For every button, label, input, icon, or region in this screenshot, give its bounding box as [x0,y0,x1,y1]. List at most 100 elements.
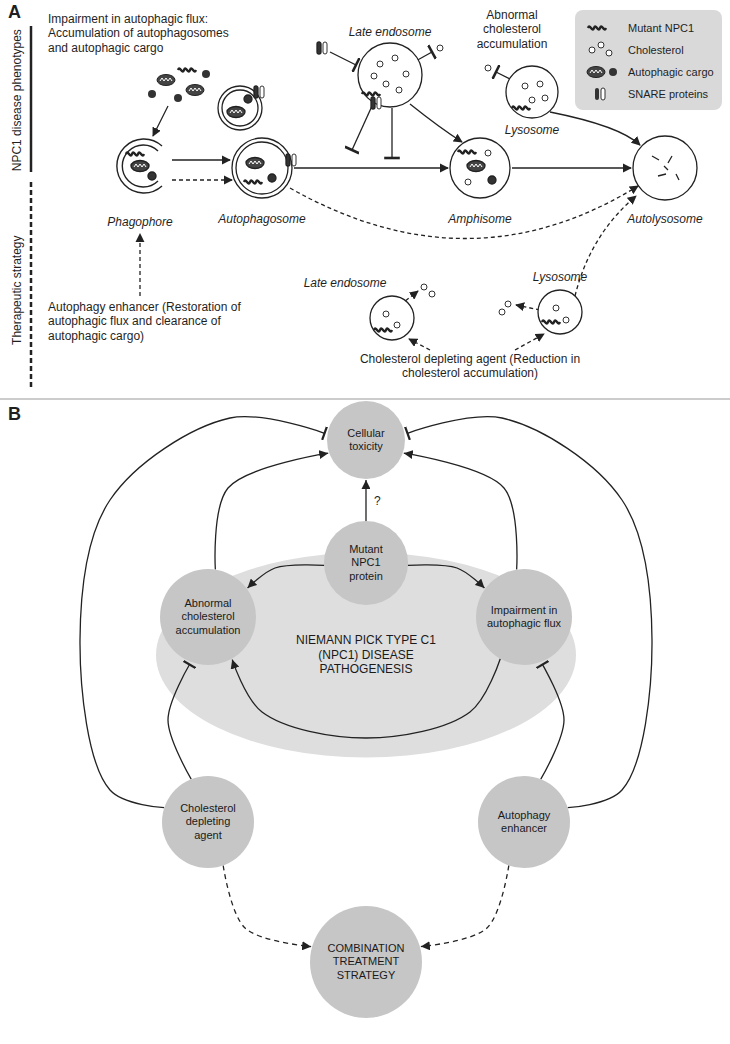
inhibition-connector [407,417,652,808]
late-endosome [362,93,380,96]
flux-arrows [550,112,640,145]
amphisome [485,150,491,156]
treated-organelles [429,291,435,297]
organelle-label: Amphisome [435,212,525,226]
autophagosome [232,138,292,198]
autophagic-cargo [202,70,210,78]
section-bar [30,26,33,390]
arrow-connector [365,480,366,521]
lysosome [506,66,558,118]
late-endosome [377,61,383,67]
treated-organelles [553,305,559,311]
autophagosome [244,95,252,103]
legend-box [588,27,606,30]
legend-item: Autophagic cargo [628,66,714,79]
inhibition-connector [541,665,564,780]
flux-arrows [153,106,168,136]
flux-arrows [512,167,631,168]
organelle-label: Autolysosome [615,212,715,226]
lysosome [485,65,491,71]
phenotype-circle: Abnormal cholesterol accumulation [160,569,256,665]
panel-divider [0,399,730,400]
autophagic-cargo [174,94,182,102]
flux-arrows [294,167,448,168]
arrow-connector [421,865,509,946]
panel-label: B [8,404,30,426]
treated-organelles [505,301,511,307]
node-text: Cellular toxicity [336,427,396,453]
legend-text: SNARE proteins [628,88,708,101]
autophagosome [244,181,262,184]
late-endosome [403,71,409,77]
late-endosome [383,81,389,87]
treated-organelles [383,311,389,317]
node-text: Impairment in autophagic flux [487,604,561,630]
phagophore [148,172,156,180]
late-endosome [317,42,443,109]
autolysosome [652,156,679,180]
late-endosome [358,43,422,107]
section-bar [30,26,33,172]
note-text: Autophagy enhancer (Restoration of autop… [48,300,263,343]
treated-organelles [421,284,427,290]
arrow-connector [248,565,325,588]
flux-arrows [391,108,392,158]
treated-organelles [542,321,560,324]
autophagosome [268,174,276,182]
amphisome [458,151,476,154]
treated-organelles [394,322,400,328]
treated-organelles [538,290,582,334]
arrow-connector [223,865,311,946]
connector-group [80,417,652,947]
autophagosome [227,107,245,118]
autophagosome [254,86,264,98]
legend-box [575,10,722,110]
strategy-circle: COMBINATION TREATMENT STRATEGY [310,906,422,1018]
node-text: Autophagy enhancer [488,809,560,835]
note-text: Abnormal cholesterol accumulation [466,8,558,51]
treated-organelles [563,317,569,323]
amphisome [450,138,510,198]
lysosome [542,95,548,101]
section-bar [30,182,33,390]
organelle-label: Late endosome [340,25,440,39]
autophagosome [222,90,258,126]
phagophore [131,161,149,172]
treated-organelles [499,309,505,315]
note-text: Cholesterol depleting agent (Reduction i… [345,352,595,381]
therapy-arrows [516,305,540,310]
late-endosome [437,45,443,51]
legend-box [587,67,605,78]
autophagosome [286,154,296,166]
legend-item: SNARE proteins [628,88,708,101]
late-endosome [371,73,377,79]
node-text: Abnormal cholesterol accumulation [171,597,245,637]
lysosome [529,97,535,103]
autophagic-cargo [178,69,196,72]
phagophore [117,139,162,193]
panel-label: A [8,2,30,24]
legend-box [595,88,605,100]
legend-text: Mutant NPC1 [628,22,694,35]
organelle-label: Lysosome [492,123,572,137]
note-text: Impairment in autophagic flux: Accumulat… [48,12,244,55]
legend-item: Cholesterol [628,44,684,57]
legend-text: Cholesterol [628,44,684,57]
phagophore [117,139,162,193]
legend-text: Autophagic cargo [628,66,714,79]
edge-label: ? [372,494,383,508]
late-endosome [317,42,327,54]
arrow-connector [404,453,517,569]
lysosome [522,83,528,89]
therapy-arrows [515,334,544,350]
flux-arrows [410,104,462,142]
inhibition-connector [168,665,191,780]
phagophore [126,153,144,156]
legend-box [589,47,595,53]
flux-arrows [352,106,372,150]
treated-organelles [374,329,392,332]
legend-box [575,10,722,110]
legend-box [598,42,604,48]
node-text: Cholesterol depleting agent [172,802,244,842]
